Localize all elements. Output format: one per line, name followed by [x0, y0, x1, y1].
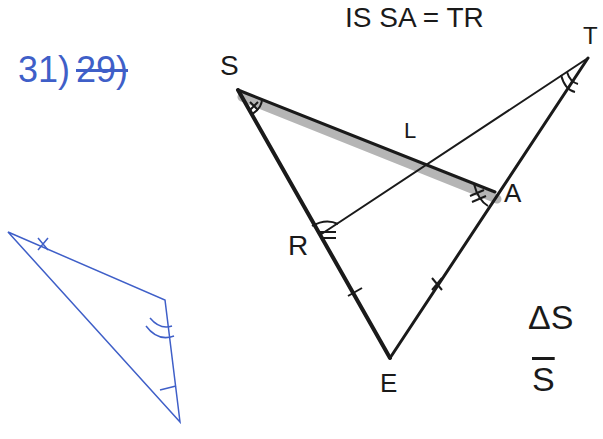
- statement-note: ΔS: [528, 300, 573, 334]
- angle-x: [250, 102, 258, 110]
- angle-arc: [561, 75, 575, 92]
- segment-sa: [238, 90, 495, 192]
- angle-x: [38, 238, 48, 250]
- vertex-label: T: [583, 24, 598, 48]
- vertex-label: R: [288, 232, 308, 260]
- segment-te: [390, 58, 588, 358]
- crossed-number: 29): [76, 52, 128, 88]
- segment-tr: [320, 58, 588, 235]
- given-note: IS SA = TR: [345, 4, 484, 32]
- angle-arc: [567, 72, 578, 84]
- segment-se: [238, 90, 390, 358]
- sketch-triangle: [8, 232, 180, 422]
- problem-number: 31): [18, 52, 70, 88]
- vertex-label: A: [504, 180, 521, 206]
- angle-ticks: [470, 190, 486, 202]
- angle-ticks: [320, 232, 336, 238]
- angle-arc: [312, 221, 338, 226]
- point-label: L: [404, 120, 416, 142]
- angle-arc: [146, 318, 174, 338]
- segment-note: S: [532, 362, 555, 396]
- tick-mark: [160, 386, 176, 390]
- angle-arc: [474, 184, 488, 206]
- tick-mark: [432, 278, 442, 290]
- shadow-line: [242, 97, 497, 199]
- vertex-label: E: [380, 370, 397, 396]
- tick-mark: [348, 288, 362, 296]
- vertex-label: S: [220, 52, 239, 80]
